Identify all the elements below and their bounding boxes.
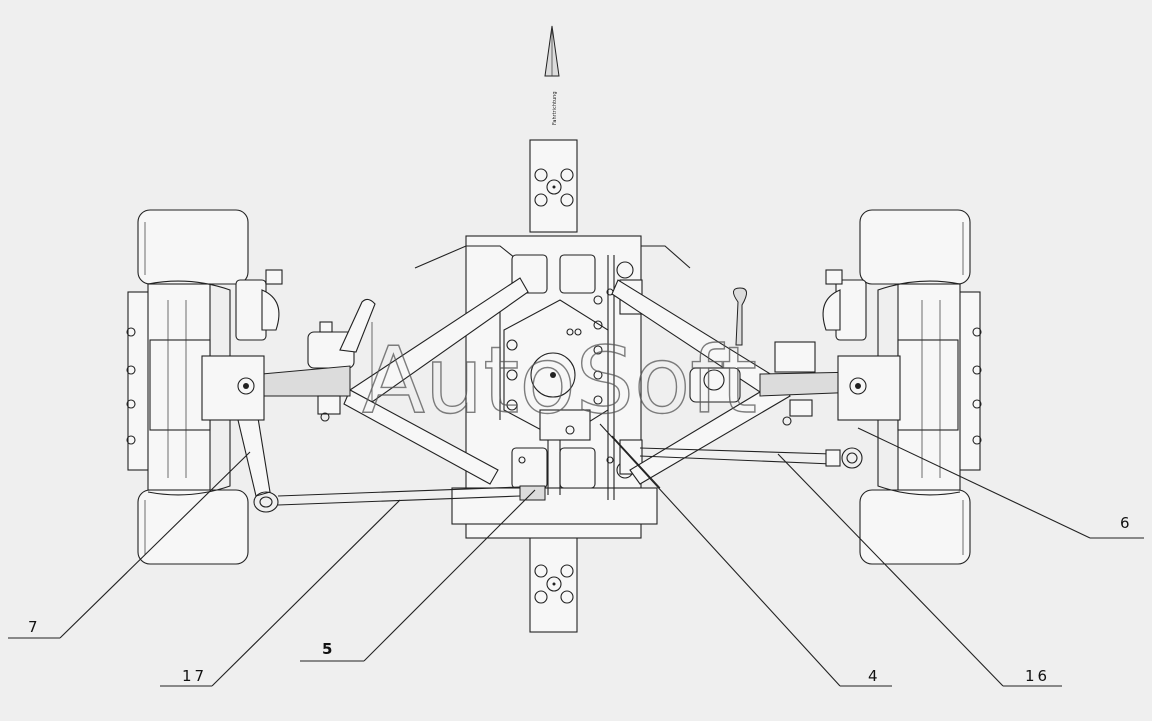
bottom-mount-bracket [529, 524, 578, 633]
direction-caption: Fahrtrichtung [552, 91, 558, 125]
leader-lines [8, 423, 1144, 687]
right-wheel-assembly [822, 209, 982, 565]
watermark-text: AutoSoft [362, 327, 757, 434]
callout-4: 4 [868, 667, 881, 685]
callout-6: 6 [1120, 514, 1133, 532]
left-steering-knuckle [261, 298, 376, 422]
right-steering-knuckle [689, 287, 861, 426]
steering-mechanism [519, 409, 591, 501]
right-tie-rod [611, 435, 863, 489]
left-suspension-arms [343, 277, 529, 485]
central-frame [414, 235, 691, 539]
left-wheel-assembly [126, 209, 283, 565]
callout-5: 5 [322, 640, 332, 658]
top-mount-bracket [529, 139, 578, 233]
callout-17: 17 [182, 667, 207, 685]
callout-16: 16 [1025, 667, 1050, 685]
direction-arrow-icon: Fahrtrichtung [544, 25, 560, 125]
callout-7: 7 [28, 618, 41, 636]
callout-labels: 7 17 5 4 16 6 [28, 514, 1133, 685]
